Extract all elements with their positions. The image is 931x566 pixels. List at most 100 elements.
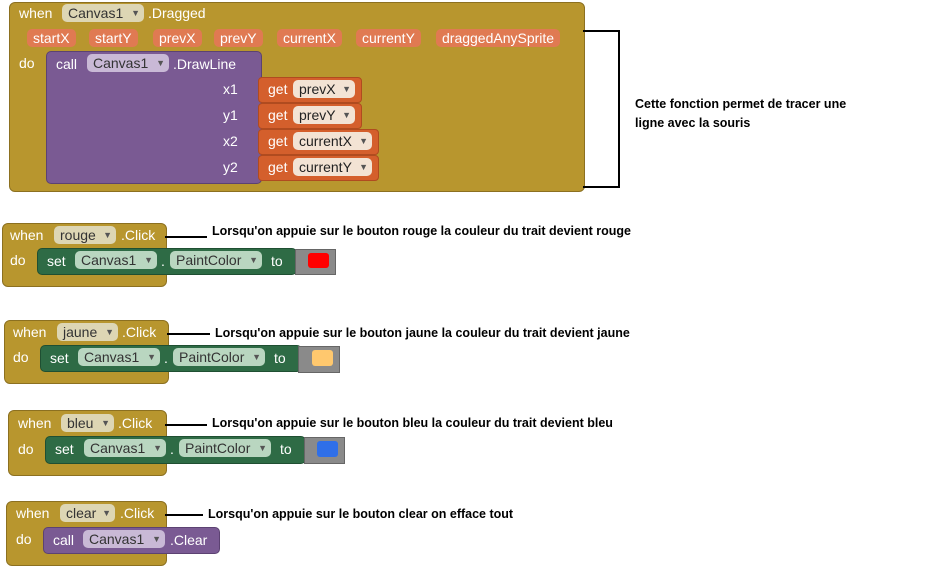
chevron-down-icon: ▼: [258, 443, 267, 453]
chevron-down-icon: ▼: [147, 352, 156, 362]
call-keyword: call: [53, 532, 75, 548]
var-dropdown-currentY[interactable]: currentY ▼: [293, 158, 372, 176]
do-keyword: do: [16, 531, 32, 547]
color-swatch-yellow[interactable]: [312, 350, 333, 366]
arg-label-y2: y2: [223, 159, 238, 175]
get-keyword: get: [268, 133, 288, 149]
param-prevX[interactable]: prevX: [153, 29, 202, 47]
chevron-down-icon: ▼: [144, 255, 153, 265]
property-label: PaintColor: [176, 252, 242, 268]
set-component-label: Canvas1: [90, 440, 146, 456]
event-name: .Click: [118, 415, 153, 431]
button-dropdown-rouge[interactable]: rouge ▼: [54, 226, 116, 244]
to-keyword: to: [274, 350, 286, 366]
button-dropdown-bleu[interactable]: bleu ▼: [61, 414, 114, 432]
set-keyword: set: [55, 441, 74, 457]
do-keyword: do: [18, 441, 34, 457]
method-name: .Clear: [170, 532, 208, 548]
chevron-down-icon: ▼: [359, 162, 368, 172]
event-name: .Click: [120, 505, 155, 521]
set-component-label: Canvas1: [81, 252, 137, 268]
bracket-top: [583, 30, 620, 32]
set-component-label: Canvas1: [84, 349, 140, 365]
do-keyword: do: [19, 55, 35, 71]
chevron-down-icon: ▼: [156, 58, 165, 68]
property-label: PaintColor: [179, 349, 245, 365]
chevron-down-icon: ▼: [102, 508, 111, 518]
method-name: .DrawLine: [173, 56, 237, 72]
property-dropdown[interactable]: PaintColor▼: [179, 439, 271, 457]
connector-line: [165, 514, 203, 516]
dragged-note-line1: Cette fonction permet de tracer une: [635, 97, 847, 111]
connector-line: [165, 236, 207, 238]
chevron-down-icon: ▼: [131, 8, 140, 18]
call-component-dropdown[interactable]: Canvas1▼: [83, 530, 165, 548]
jaune-note: Lorsqu'on appuie sur le bouton jaune la …: [215, 326, 630, 340]
param-startX[interactable]: startX: [27, 29, 76, 47]
arg-label-x2: x2: [223, 133, 238, 149]
do-keyword: do: [10, 252, 26, 268]
var-label: prevY: [299, 107, 336, 123]
do-keyword: do: [13, 349, 29, 365]
chevron-down-icon: ▼: [101, 418, 110, 428]
when-keyword: when: [10, 227, 44, 243]
var-dropdown-prevX[interactable]: prevX▼: [293, 80, 355, 98]
chevron-down-icon: ▼: [342, 84, 351, 94]
var-label: currentX: [299, 133, 352, 149]
get-keyword: get: [268, 159, 288, 175]
button-dropdown-label: bleu: [67, 415, 94, 431]
chevron-down-icon: ▼: [105, 327, 114, 337]
event-name: .Click: [121, 227, 156, 243]
set-component-dropdown[interactable]: Canvas1 ▼: [78, 348, 160, 366]
var-dropdown-currentX[interactable]: currentX ▼: [293, 132, 372, 150]
param-draggedAnySprite[interactable]: draggedAnySprite: [436, 29, 561, 47]
get-keyword: get: [268, 107, 288, 123]
var-label: currentY: [299, 159, 352, 175]
button-dropdown-label: clear: [66, 505, 97, 521]
component-dropdown-label: Canvas1: [68, 5, 124, 21]
event-name: .Dragged: [148, 5, 206, 21]
dragged-note-line2: ligne avec la souris: [635, 116, 751, 130]
var-dropdown-prevY[interactable]: prevY ▼: [293, 106, 355, 124]
drawline-call-block[interactable]: [46, 51, 262, 184]
chevron-down-icon: ▼: [252, 352, 261, 362]
rouge-note: Lorsqu'on appuie sur le bouton rouge la …: [212, 224, 631, 238]
chevron-down-icon: ▼: [103, 230, 112, 240]
clear-note: Lorsqu'on appuie sur le bouton clear on …: [208, 507, 514, 521]
connector-line: [167, 333, 210, 335]
dot-separator: .: [170, 441, 174, 457]
param-currentX[interactable]: currentX: [277, 29, 342, 47]
param-startY[interactable]: startY: [89, 29, 138, 47]
set-component-dropdown[interactable]: Canvas1 ▼: [75, 251, 157, 269]
bracket-vertical: [618, 30, 620, 188]
chevron-down-icon: ▼: [249, 255, 258, 265]
bleu-note: Lorsqu'on appuie sur le bouton bleu la c…: [212, 416, 613, 430]
button-dropdown-label: jaune: [63, 324, 98, 340]
event-name: .Click: [122, 324, 157, 340]
connector-line: [165, 424, 207, 426]
clear-call-block[interactable]: [43, 527, 220, 554]
set-component-dropdown[interactable]: Canvas1 ▼: [84, 439, 166, 457]
color-swatch-red[interactable]: [308, 253, 329, 268]
property-dropdown[interactable]: PaintColor ▼: [173, 348, 265, 366]
chevron-down-icon: ▼: [359, 136, 368, 146]
param-currentY[interactable]: currentY: [356, 29, 421, 47]
call-component-dropdown[interactable]: Canvas1 ▼: [87, 54, 169, 72]
call-component-label: Canvas1: [93, 55, 149, 71]
arg-label-x1: x1: [223, 81, 238, 97]
when-keyword: when: [19, 5, 53, 21]
when-keyword: when: [18, 415, 52, 431]
button-dropdown-clear[interactable]: clear ▼: [60, 504, 115, 522]
component-dropdown[interactable]: Canvas1 ▼: [62, 4, 144, 22]
chevron-down-icon: ▼: [153, 443, 162, 453]
arg-label-y1: y1: [223, 107, 238, 123]
set-keyword: set: [50, 350, 69, 366]
button-dropdown-label: rouge: [60, 227, 96, 243]
property-dropdown[interactable]: PaintColor ▼: [170, 251, 262, 269]
chevron-down-icon: ▼: [342, 110, 351, 120]
param-prevY[interactable]: prevY: [214, 29, 263, 47]
dot-separator: .: [161, 253, 165, 269]
button-dropdown-jaune[interactable]: jaune ▼: [57, 323, 118, 341]
to-keyword: to: [280, 441, 292, 457]
color-swatch-blue[interactable]: [317, 441, 338, 457]
